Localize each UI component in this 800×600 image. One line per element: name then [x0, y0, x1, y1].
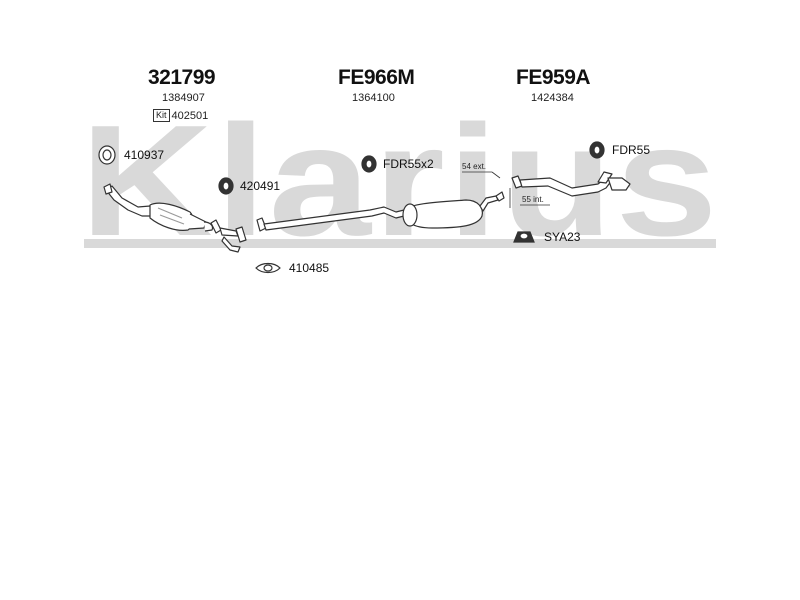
centre-pipe-silencer — [256, 191, 505, 232]
dimension-ext-label: 54 ext. — [462, 162, 487, 171]
section-part-number: 321799 — [148, 66, 216, 89]
component-code-flange-gasket: 410485 — [289, 261, 330, 275]
component-code-hanger-mid: FDR55x2 — [383, 157, 434, 171]
section-oe-number: 1364100 — [352, 92, 395, 104]
component-code-hanger-rear: FDR55 — [612, 143, 651, 157]
bracket-icon — [218, 177, 234, 195]
flange-gasket-icon — [255, 262, 281, 274]
kit-badge: Kit — [153, 109, 170, 122]
gasket-ring-icon — [98, 145, 116, 165]
front-pipe-catalyst — [103, 183, 247, 253]
watermark-underline — [84, 239, 716, 248]
hanger-rear-icon — [589, 141, 605, 159]
tail-pipe — [511, 171, 631, 197]
section-oe-number: 1384907 — [162, 92, 205, 104]
component-code-gasket-ring: 410937 — [124, 148, 165, 162]
component-code-bracket: 420491 — [240, 179, 281, 193]
dimension-markers — [462, 171, 550, 208]
dimension-int-label: 55 int. — [522, 195, 544, 204]
section-part-number: FE966M — [338, 66, 415, 89]
section-oe-number: 1424384 — [531, 92, 574, 104]
clamp-icon — [513, 231, 535, 243]
hanger-mid-icon — [361, 155, 377, 173]
component-code-clamp: SYA23 — [544, 230, 581, 244]
section-part-number: FE959A — [516, 66, 591, 89]
kit-number: 402501 — [171, 110, 209, 122]
